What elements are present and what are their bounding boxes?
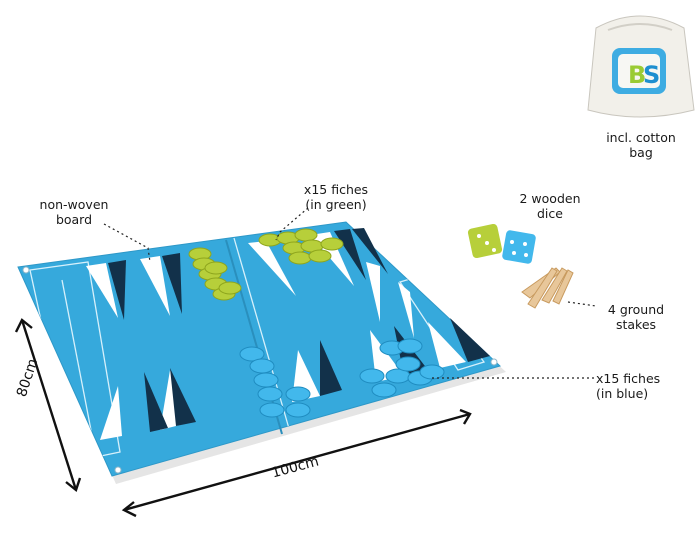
dice-label-line2: dice [537,206,563,221]
dimension-arrows [14,318,472,518]
green-fiches-label: x15 fiches (in green) [288,182,384,212]
cotton-bag-label-line2: bag [629,145,653,160]
stakes-label-line1: 4 ground [607,302,665,317]
green-fiches [188,228,344,301]
dice-icon [467,223,536,264]
blue-fiches [239,338,445,418]
board-label-line2: board [55,212,93,227]
blue-fiches-label-line1: x15 fiches [596,371,661,386]
pointer-lines [103,207,597,379]
cotton-bag-label-line1: incl. cotton [606,130,676,145]
bag-logo-s: S [643,61,660,89]
cotton-bag-label: incl. cotton bag [598,130,684,160]
board-label-line1: non-woven [39,197,109,212]
cotton-bag-icon: B S [587,15,695,118]
ground-stake-icon [521,267,574,309]
green-fiches-label-line1: x15 fiches [303,182,369,197]
bag-logo-b: B [628,61,646,89]
stakes-label: 4 ground stakes [596,302,676,332]
stakes-label-line2: stakes [615,317,657,332]
green-fiches-label-line2: (in green) [305,197,367,212]
blue-fiches-label-line2: (in blue) [596,386,649,401]
dice-label-line1: 2 wooden [519,191,581,206]
board-label: non-woven board [26,197,122,227]
blue-fiches-label: x15 fiches (in blue) [596,371,686,401]
dice-label: 2 wooden dice [510,191,590,221]
